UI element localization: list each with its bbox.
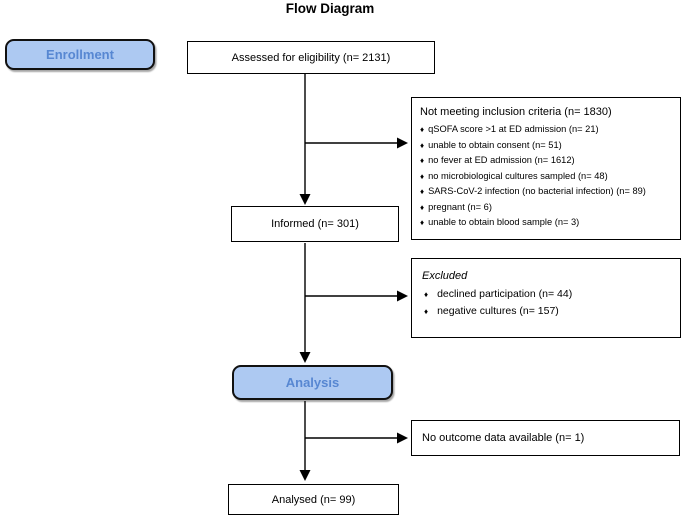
diamond-bullet-icon: ♦ bbox=[420, 202, 425, 212]
diamond-bullet-icon: ♦ bbox=[424, 290, 429, 299]
criteria-item-label: SARS-CoV-2 infection (no bacterial infec… bbox=[428, 186, 646, 196]
excluded-list: ♦ declined participation (n= 44) ♦ negativ… bbox=[422, 286, 674, 320]
no-outcome-label: No outcome data available (n= 1) bbox=[422, 432, 585, 444]
no-outcome-data-box: No outcome data available (n= 1) bbox=[411, 420, 680, 456]
enrollment-stage-label: Enrollment bbox=[46, 47, 114, 62]
diamond-bullet-icon: ♦ bbox=[424, 307, 429, 316]
not-meeting-inclusion-criteria-box: Not meeting inclusion criteria (n= 1830)… bbox=[411, 97, 681, 240]
analysed-box: Analysed (n= 99) bbox=[228, 484, 399, 515]
excluded-title: Excluded bbox=[422, 270, 468, 282]
criteria-item-label: unable to obtain consent (n= 51) bbox=[428, 139, 562, 150]
criteria-item: ♦no microbiological cultures sampled (n=… bbox=[420, 169, 674, 185]
excluded-item-label: declined participation (n= 44) bbox=[437, 288, 573, 300]
analysis-stage-label: Analysis bbox=[285, 375, 340, 390]
excluded-item-label: negative cultures (n= 157) bbox=[437, 305, 559, 317]
excluded-item: ♦ negative cultures (n= 157) bbox=[422, 303, 674, 320]
criteria-item: ♦SARS-CoV-2 infection (no bacterial infe… bbox=[420, 184, 674, 200]
diamond-bullet-icon: ♦ bbox=[420, 187, 425, 196]
criteria-item-label: unable to obtain blood sample (n= 3) bbox=[428, 217, 580, 227]
criteria-item: ♦pregnant (n= 6) bbox=[420, 200, 674, 216]
diamond-bullet-icon: ♦ bbox=[420, 218, 425, 227]
not-meeting-title: Not meeting inclusion criteria (n= 1830) bbox=[420, 106, 612, 118]
diamond-bullet-icon: ♦ bbox=[420, 125, 425, 134]
enrollment-stage-badge: Enrollment bbox=[5, 39, 155, 70]
criteria-item: ♦unable to obtain blood sample (n= 3) bbox=[420, 215, 674, 231]
diamond-bullet-icon: ♦ bbox=[420, 140, 425, 150]
arrowhead-down-icon bbox=[299, 194, 311, 205]
analysed-label: Analysed (n= 99) bbox=[271, 493, 356, 506]
informed-label: Informed (n= 301) bbox=[271, 218, 359, 230]
excluded-item: ♦ declined participation (n= 44) bbox=[422, 286, 674, 303]
arrowhead-right-icon bbox=[397, 432, 408, 444]
diagram-title: Flow Diagram bbox=[285, 1, 375, 16]
arrowhead-down-icon bbox=[299, 470, 311, 481]
criteria-item-label: qSOFA score >1 at ED admission (n= 21) bbox=[428, 124, 599, 134]
diamond-bullet-icon: ♦ bbox=[420, 156, 425, 165]
arrowhead-right-icon bbox=[397, 137, 408, 149]
criteria-item-label: pregnant (n= 6) bbox=[428, 201, 492, 212]
diamond-bullet-icon: ♦ bbox=[420, 171, 425, 181]
criteria-item: ♦no fever at ED admission (n= 1612) bbox=[420, 153, 674, 169]
informed-box: Informed (n= 301) bbox=[231, 206, 399, 242]
analysis-stage-badge: Analysis bbox=[232, 365, 393, 400]
criteria-item-label: no fever at ED admission (n= 1612) bbox=[428, 155, 575, 165]
criteria-item: ♦unable to obtain consent (n= 51) bbox=[420, 138, 674, 154]
not-meeting-list: ♦qSOFA score >1 at ED admission (n= 21) … bbox=[420, 122, 674, 231]
arrowhead-right-icon bbox=[397, 290, 408, 302]
assessed-label: Assessed for eligibility (n= 2131) bbox=[231, 51, 391, 64]
criteria-item: ♦qSOFA score >1 at ED admission (n= 21) bbox=[420, 122, 674, 138]
criteria-item-label: no microbiological cultures sampled (n= … bbox=[428, 170, 608, 181]
assessed-for-eligibility-box: Assessed for eligibility (n= 2131) bbox=[187, 41, 435, 74]
excluded-box: Excluded ♦ declined participation (n= 44)… bbox=[411, 258, 681, 338]
arrowhead-down-icon bbox=[299, 352, 311, 363]
